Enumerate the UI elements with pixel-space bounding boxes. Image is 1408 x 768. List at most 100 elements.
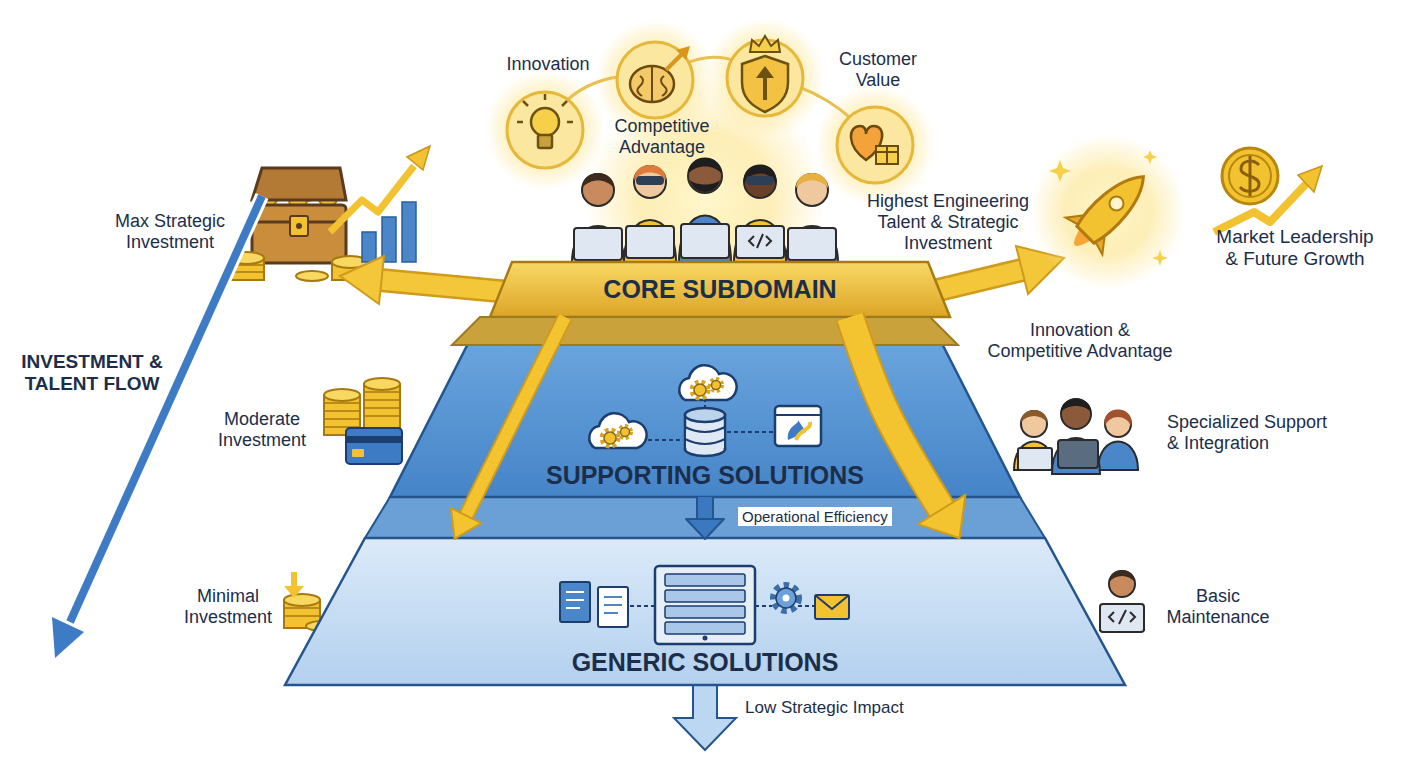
heart-gift-icon (851, 126, 882, 160)
annotation-text: Competitive Advantage (602, 116, 722, 158)
core-side-arrow (340, 256, 384, 304)
envelope-icon (815, 595, 849, 619)
shield-icon (742, 36, 788, 112)
treasure-chest (252, 168, 346, 263)
annotation-text: Innovation (478, 54, 618, 75)
annotation-text: Highest Engineering Talent & Strategic I… (858, 191, 1038, 254)
treasure-chest (319, 189, 337, 207)
value-circle (507, 92, 583, 168)
band-title: CORE SUBDOMAIN (490, 273, 950, 305)
gear-icon (712, 381, 721, 390)
server-icon (655, 566, 755, 644)
maintenance-person (1100, 604, 1144, 632)
rocket-icon (1074, 166, 1154, 246)
shield-icon (742, 56, 788, 112)
layer-band: SUPPORTING SOLUTIONS (390, 320, 1020, 497)
cloud-icon (589, 365, 736, 448)
glow-halo (485, 70, 605, 190)
engineer-figure (744, 165, 777, 185)
rocket-icon (1066, 205, 1115, 254)
band-shape (285, 538, 1125, 685)
brain-icon (676, 46, 690, 60)
lightbulb-icon (517, 94, 573, 122)
dollar-coin (1298, 166, 1322, 192)
maintenance-person (1100, 570, 1144, 632)
document-icon (598, 587, 628, 627)
support-team (1098, 442, 1138, 471)
engineer-figure (688, 159, 722, 193)
impact-arrow (674, 684, 736, 750)
flow-arrow (698, 497, 712, 519)
coin-stack (332, 262, 368, 280)
credit-card (346, 428, 402, 464)
lightbulb-icon (517, 94, 573, 148)
coin-stack (284, 594, 320, 606)
server-icon (665, 590, 745, 602)
connector-dash (630, 605, 815, 607)
rocket-icon (1152, 250, 1168, 266)
band-shape (390, 320, 1020, 497)
gear-icon (774, 586, 798, 610)
band-title: SUPPORTING SOLUTIONS (390, 459, 1020, 491)
rocket-icon (1143, 150, 1157, 164)
heart-gift-icon (876, 146, 898, 164)
cloud-icon (679, 365, 736, 400)
engineer-figure (636, 176, 664, 185)
envelope-icon (815, 595, 849, 619)
laptop (626, 226, 674, 258)
rocket-icon (1049, 160, 1071, 182)
coin-stack (284, 608, 320, 616)
glow-halo (705, 18, 825, 138)
engineer-figure (582, 173, 614, 188)
laptop (681, 224, 729, 258)
laptop (749, 234, 771, 248)
coin-stack (324, 403, 360, 427)
brain-icon (637, 66, 666, 102)
core-side-arrow (380, 280, 510, 292)
credit-card (352, 449, 364, 457)
annotation-text: Minimal Investment (178, 586, 278, 628)
lightbulb-icon (531, 108, 559, 136)
treasure-chest (252, 205, 346, 263)
database-icon (686, 430, 724, 448)
down-arrow (284, 572, 304, 598)
server-icon (703, 636, 708, 641)
coin-stack (228, 265, 264, 272)
chart-window-icon (775, 406, 821, 446)
value-arc (545, 57, 875, 145)
engineer-figure (786, 226, 838, 262)
gear-icon (602, 430, 618, 446)
brain-icon (666, 52, 684, 70)
engineer-figure (572, 158, 838, 263)
dollar-coin (1240, 156, 1259, 196)
coin-stack (324, 389, 360, 401)
support-team (1014, 399, 1138, 475)
engineer-figure (734, 220, 786, 262)
growth-arrow (330, 166, 414, 232)
rocket-icon (1030, 134, 1186, 290)
rocket-icon (1107, 194, 1127, 214)
connector-dash (630, 606, 815, 607)
document-icon (604, 597, 622, 613)
credit-card (346, 428, 402, 464)
cloud-icon (589, 413, 646, 448)
coin-stack (364, 384, 400, 428)
coin-stack (284, 600, 320, 628)
support-team (1058, 440, 1098, 468)
annotation-text: INVESTMENT & TALENT FLOW (17, 351, 167, 395)
layer-ledge (365, 497, 1045, 538)
heart-gift-icon (876, 146, 898, 164)
engineer-figure (744, 166, 776, 198)
database-icon (685, 408, 725, 422)
support-team (1061, 399, 1091, 429)
gear-icon (694, 384, 706, 396)
treasure-chest (296, 223, 302, 229)
coin-stack (324, 378, 400, 435)
support-team (1052, 438, 1100, 474)
edge-label: Operational Efficiency (738, 507, 892, 527)
coin-stack (324, 395, 360, 435)
rocket-icon (1030, 134, 1186, 290)
envelope-icon (815, 595, 849, 609)
gear-icon (619, 426, 631, 438)
heart-gift-icon (851, 126, 898, 164)
